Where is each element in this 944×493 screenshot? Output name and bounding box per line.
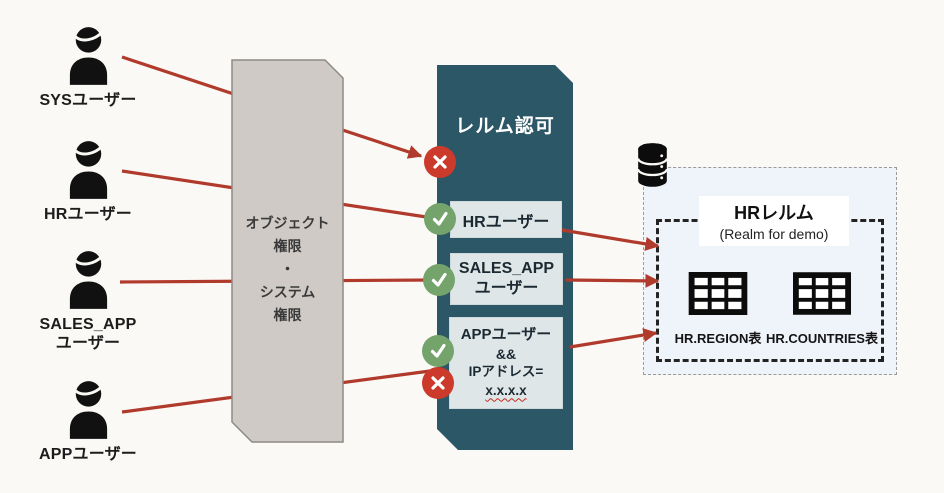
person-icon	[69, 381, 107, 439]
arrow-hr-to-rule1	[121, 169, 434, 220]
user-label: HRユーザー	[44, 206, 132, 223]
table-label: HR.COUNTRIES表	[766, 331, 878, 346]
user-label: SYSユーザー	[39, 92, 137, 109]
hr-realm-subtitle: (Realm for demo)	[719, 226, 829, 242]
person-icon	[69, 141, 107, 199]
user-app: APPユーザー	[13, 380, 163, 464]
privilege-box-text: オブジェクト 権限 ・ システム 権限	[245, 215, 330, 323]
rule-sales-app-user: SALES_APP ユーザー	[450, 253, 563, 305]
rule-app-user-ip: APPユーザー && IPアドレス= x.x.x.x	[449, 317, 563, 409]
person-icon	[69, 251, 107, 309]
realm-auth-title: レルム認可	[455, 116, 555, 137]
user-sys: SYSユーザー	[13, 26, 163, 110]
table-icon	[793, 272, 851, 315]
arrow-sys-to-deny	[121, 55, 423, 159]
user-label: APPユーザー	[39, 446, 137, 463]
arrow-app-to-rule3	[121, 369, 431, 414]
table-icon	[688, 272, 748, 315]
table-label: HR.REGION表	[674, 331, 762, 346]
check-icon	[424, 203, 456, 235]
user-hr: HRユーザー	[13, 140, 163, 224]
check-icon	[422, 335, 454, 367]
rule-hr-user: HRユーザー	[450, 201, 562, 238]
table-hr-countries: HR.COUNTRIES表	[760, 272, 884, 347]
person-icon	[69, 27, 107, 85]
x-icon	[422, 367, 454, 399]
ip-placeholder-text: x.x.x.x	[485, 382, 527, 398]
hr-realm-title: HRレルム	[734, 203, 814, 223]
hr-realm-label: HRレルム (Realm for demo)	[699, 196, 849, 246]
database-icon	[637, 143, 668, 187]
table-hr-region: HR.REGION表	[656, 272, 780, 347]
check-icon	[423, 264, 455, 296]
x-icon	[424, 146, 456, 178]
